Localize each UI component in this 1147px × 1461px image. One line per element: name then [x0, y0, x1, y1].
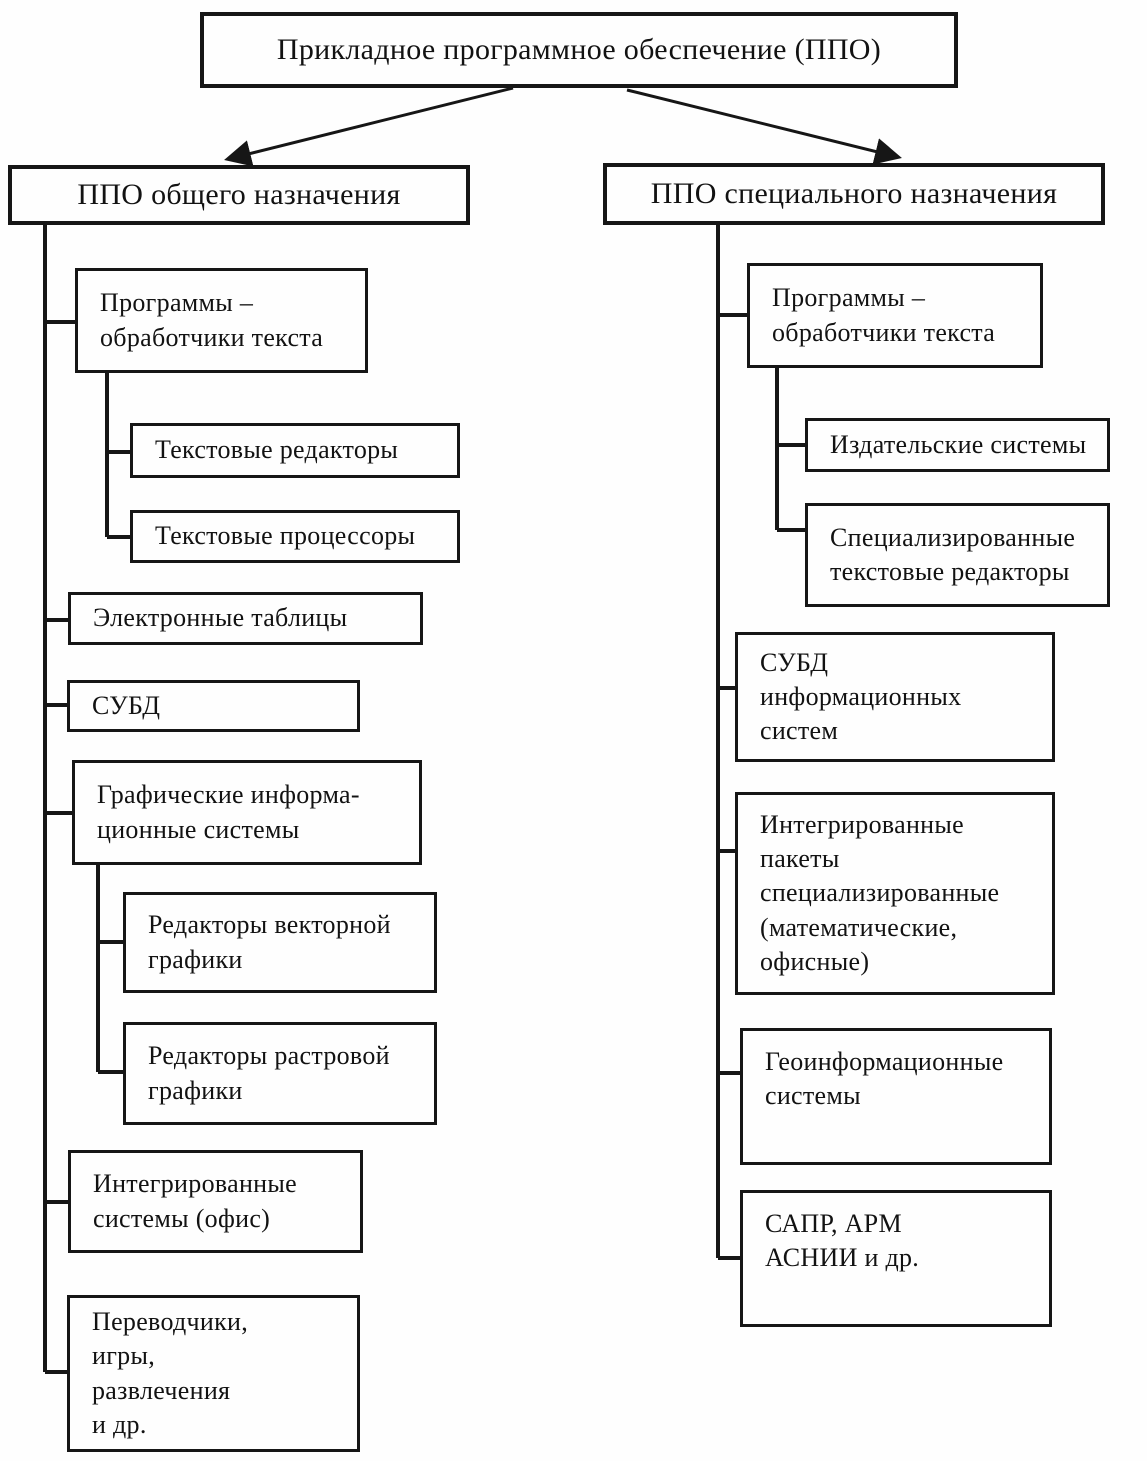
node-left-spreadsheets: Электронные таблицы [68, 592, 423, 645]
node-ppo-special-header: ППО специального назначения [603, 163, 1105, 225]
node-left-raster-editors: Редакторы растровой графики [123, 1022, 437, 1125]
node-title: Прикладное программное обеспечение (ППО) [200, 12, 958, 88]
node-right-publishing-systems: Издательские системы [805, 418, 1110, 472]
arrow-to-general [224, 86, 514, 167]
node-right-dbms-info-systems: СУБД информационных систем [735, 632, 1055, 762]
node-left-vector-editors: Редакторы векторной графики [123, 892, 437, 993]
node-left-word-processors: Текстовые процессоры [130, 510, 460, 563]
node-ppo-general-header: ППО общего назначения [8, 165, 470, 225]
node-left-graphic-info-systems: Графические информа- ционные системы [72, 760, 422, 865]
left-subtrunk-graphics [96, 865, 123, 1074]
right-subtrunk-text [775, 368, 805, 532]
node-right-specialized-text-editors: Специализированные текстовые редакторы [805, 503, 1110, 607]
node-right-integrated-packages: Интегрированные пакеты специализированны… [735, 792, 1055, 995]
node-right-text-processing: Программы – обработчики текста [747, 263, 1043, 368]
arrow-to-special [626, 88, 902, 165]
node-right-cad-arm: САПР, АРМ АСНИИ и др. [740, 1190, 1052, 1327]
node-left-translators-games: Переводчики, игры, развлечения и др. [67, 1295, 360, 1452]
node-left-integrated-office: Интегрированные системы (офис) [68, 1150, 363, 1253]
left-subtrunk-text [105, 373, 130, 539]
node-right-gis: Геоинформационные системы [740, 1028, 1052, 1165]
node-left-text-processing: Программы – обработчики текста [75, 268, 368, 373]
node-left-dbms: СУБД [67, 680, 360, 732]
node-left-text-editors: Текстовые редакторы [130, 423, 460, 478]
